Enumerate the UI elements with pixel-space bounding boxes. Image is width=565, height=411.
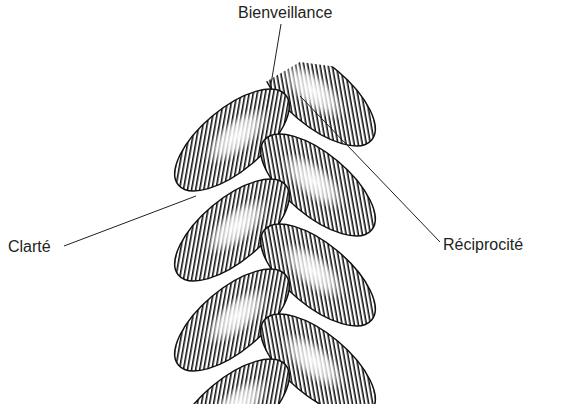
braid-strand [158,341,305,411]
leader-line [300,96,440,242]
leader-line [267,24,281,108]
leader-lines [64,24,440,246]
part-label: Bienveillance [238,3,332,22]
part-label: Clarté [8,237,51,256]
leader-line [64,196,196,246]
part-label: Réciprocité [443,235,523,254]
